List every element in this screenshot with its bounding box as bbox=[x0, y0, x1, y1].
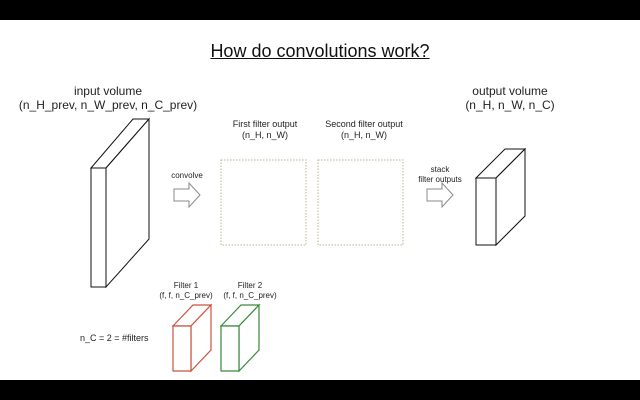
convolve-arrow-icon bbox=[173, 181, 201, 209]
output-volume-front-face bbox=[475, 177, 497, 246]
filter-2-cube bbox=[219, 303, 261, 373]
filter-2-label: Filter 2 bbox=[237, 281, 263, 290]
filter-1-cube bbox=[171, 303, 213, 373]
second-filter-output-label: Second filter output bbox=[325, 119, 403, 129]
filter-1-front-face bbox=[172, 325, 192, 372]
filter-1-dims: (f, f, n_C_prev) bbox=[159, 291, 213, 300]
output-volume bbox=[474, 147, 527, 247]
num-channels-equation: n_C = 2 = #filters bbox=[80, 333, 149, 343]
filter-2-front-face bbox=[220, 325, 240, 372]
stack-label-line2: filter outputs bbox=[418, 175, 462, 184]
diagram-graphics bbox=[89, 117, 527, 373]
diagram-canvas: How do convolutions work? input volume (… bbox=[0, 20, 640, 380]
first-filter-output-dims: (n_H, n_W) bbox=[241, 130, 288, 140]
stack-arrow-icon bbox=[426, 181, 454, 209]
filter-1-label: Filter 1 bbox=[173, 281, 199, 290]
second-filter-output-dims: (n_H, n_W) bbox=[340, 130, 387, 140]
output-volume-dims: (n_H, n_W, n_C) bbox=[465, 98, 555, 112]
diagram-title: How do convolutions work? bbox=[210, 41, 430, 61]
input-volume bbox=[89, 117, 151, 289]
second-filter-output-square bbox=[317, 159, 404, 246]
first-filter-output-label: First filter output bbox=[232, 119, 298, 129]
first-filter-output-square bbox=[220, 159, 307, 246]
input-volume-dims: (n_H_prev, n_W_prev, n_C_prev) bbox=[18, 98, 198, 112]
filter-2-dims: (f, f, n_C_prev) bbox=[223, 291, 277, 300]
stack-label-line1: stack bbox=[430, 165, 450, 174]
output-volume-label: output volume bbox=[472, 84, 548, 98]
input-volume-label: input volume bbox=[73, 84, 143, 98]
convolve-label: convolve bbox=[171, 171, 203, 180]
input-volume-front-face bbox=[90, 167, 107, 288]
